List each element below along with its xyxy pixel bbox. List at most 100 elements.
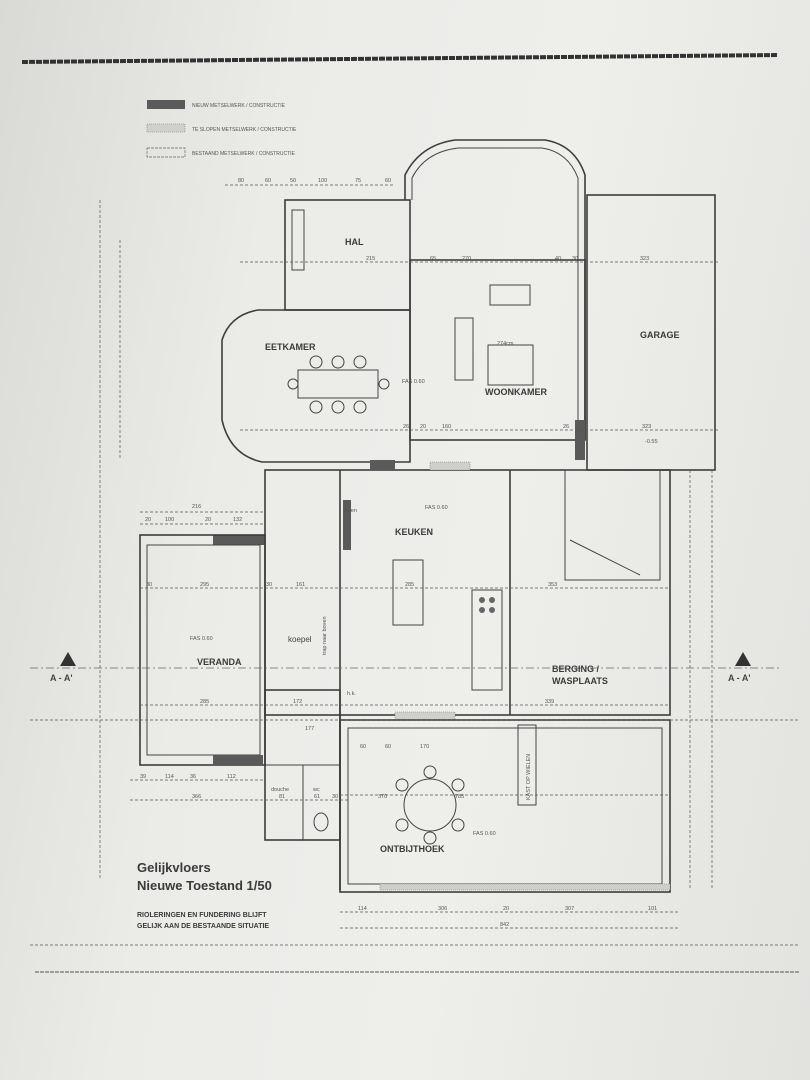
- bay-wall: [404, 139, 586, 440]
- dim-label: 60: [360, 744, 366, 750]
- dim-label: 172: [293, 699, 302, 705]
- dim-label: 160: [442, 424, 451, 430]
- room-label-douche: douche: [271, 787, 289, 793]
- level-label: FAS 0.60: [190, 636, 213, 642]
- room-label-wasplaats: WASPLAATS: [552, 676, 608, 686]
- oven-label: oven: [345, 508, 357, 514]
- dim-label: 177: [305, 726, 314, 732]
- room-label-veranda: VERANDA: [197, 657, 242, 667]
- svg-text:A - A': A - A': [728, 673, 750, 683]
- dimension-labels: 80 60 50 100 75 60 215 65 270 40 30 323 …: [140, 178, 657, 928]
- sheet-top-edge: [21, 53, 779, 64]
- drawing-note-line2: GELIJK AAN DE BESTAANDE SITUATIE: [137, 923, 269, 930]
- dim-label: 785: [455, 794, 464, 800]
- sofa: [454, 317, 474, 381]
- dim-label: 270: [462, 256, 471, 262]
- dim-label: 30: [266, 582, 272, 588]
- dim-label: 20: [503, 906, 509, 912]
- legend-swatch-demolish: [146, 123, 186, 133]
- dim-label: 112: [227, 774, 236, 780]
- dim-label: 274cm: [497, 341, 514, 347]
- dim-label: 60: [385, 178, 391, 184]
- walls: [139, 139, 716, 893]
- drawing-subtitle: Nieuwe Toestand 1/50: [137, 878, 272, 893]
- dim-label: 75: [355, 178, 361, 184]
- room-label-garage: GARAGE: [640, 330, 680, 340]
- dim-label: 216: [192, 504, 201, 510]
- dim-label: 306: [438, 906, 447, 912]
- level-label: FAS 0.60: [402, 379, 425, 385]
- section-marker-left: A - A': [50, 652, 76, 683]
- dim-label: 65: [430, 256, 436, 262]
- dim-label: 366: [192, 794, 201, 800]
- coffee-table: [487, 344, 534, 386]
- dim-label: 100: [165, 517, 174, 523]
- breakfast-table: [403, 778, 457, 832]
- tv-unit: [489, 284, 531, 306]
- room-label-berging: BERGING /: [552, 664, 600, 674]
- dim-label: 339: [545, 699, 554, 705]
- dim-label: 353: [548, 582, 557, 588]
- hal-stair: [291, 209, 305, 271]
- dim-label: 40: [555, 256, 561, 262]
- dim-label: 20: [420, 424, 426, 430]
- middle-block-walls: [264, 469, 671, 716]
- kitchen-counter: [471, 589, 503, 691]
- dim-label: 81: [279, 794, 285, 800]
- stair-label: trap naar boven: [322, 616, 328, 655]
- level-label: FAS 0.60: [473, 831, 496, 837]
- dim-label: 323: [642, 424, 651, 430]
- dim-label: 370: [378, 794, 387, 800]
- dim-label: 161: [296, 582, 305, 588]
- level-label: FAS 0.60: [425, 505, 448, 511]
- dim-label: 285: [405, 582, 414, 588]
- level-label: -0.55: [645, 439, 658, 445]
- legend: NIEUW METSELWERK / CONSTRUCTIE TE SLOPEN…: [146, 100, 297, 158]
- section-marker-right: A - A': [728, 652, 751, 683]
- dim-label: 60: [385, 744, 391, 750]
- room-label-eetkamer: EETKAMER: [265, 342, 316, 352]
- dim-label: 30: [146, 582, 152, 588]
- dim-label: 60: [265, 178, 271, 184]
- room-label-woonkamer: WOONKAMER: [485, 387, 547, 397]
- kitchen-island: [392, 559, 424, 626]
- section-triangle-icon: [735, 652, 751, 666]
- cabinet-label: KAST OP WIELEN: [526, 754, 532, 800]
- dim-label: 20: [145, 517, 151, 523]
- cabinet-on-wheels: [517, 724, 537, 806]
- dim-label: 295: [200, 582, 209, 588]
- dim-label: 26: [563, 424, 569, 430]
- dining-table: [297, 369, 379, 399]
- dim-label: 50: [290, 178, 296, 184]
- dim-label: 307: [565, 906, 574, 912]
- room-label-wc: wc: [312, 787, 320, 793]
- toilet: [313, 812, 329, 832]
- drawing-title: Gelijkvloers: [137, 860, 211, 875]
- legend-label-new: NIEUW METSELWERK / CONSTRUCTIE: [192, 103, 286, 109]
- room-label-ontbijthoek: ONTBIJTHOEK: [380, 844, 445, 854]
- legend-label-existing: BESTAAND METSELWERK / CONSTRUCTIE: [192, 151, 296, 157]
- dim-label: 101: [648, 906, 657, 912]
- dim-label: 36: [190, 774, 196, 780]
- dim-label: 215: [366, 256, 375, 262]
- dim-label: 80: [238, 178, 244, 184]
- room-labels: HAL EETKAMER WOONKAMER GARAGE KEUKEN VER…: [190, 237, 680, 854]
- dimension-lines: [30, 184, 800, 973]
- eetkamer-walls: [221, 309, 411, 463]
- veranda-walls: [139, 534, 266, 766]
- dim-label: 132: [233, 517, 242, 523]
- dim-label: 39: [140, 774, 146, 780]
- dim-label: 285: [200, 699, 209, 705]
- dim-label: 170: [420, 744, 429, 750]
- dim-label: 114: [358, 906, 367, 912]
- room-label-keuken: KEUKEN: [395, 527, 433, 537]
- dim-label: 30: [332, 794, 338, 800]
- legend-swatch-new: [147, 100, 185, 109]
- dim-label: 114: [165, 774, 174, 780]
- dim-label: 323: [640, 256, 649, 262]
- legend-label-demolish: TE SLOPEN METSELWERK / CONSTRUCTIE: [192, 127, 297, 133]
- dim-label: 26: [403, 424, 409, 430]
- hk-label: h.k.: [347, 691, 356, 697]
- legend-swatch-existing: [146, 147, 186, 158]
